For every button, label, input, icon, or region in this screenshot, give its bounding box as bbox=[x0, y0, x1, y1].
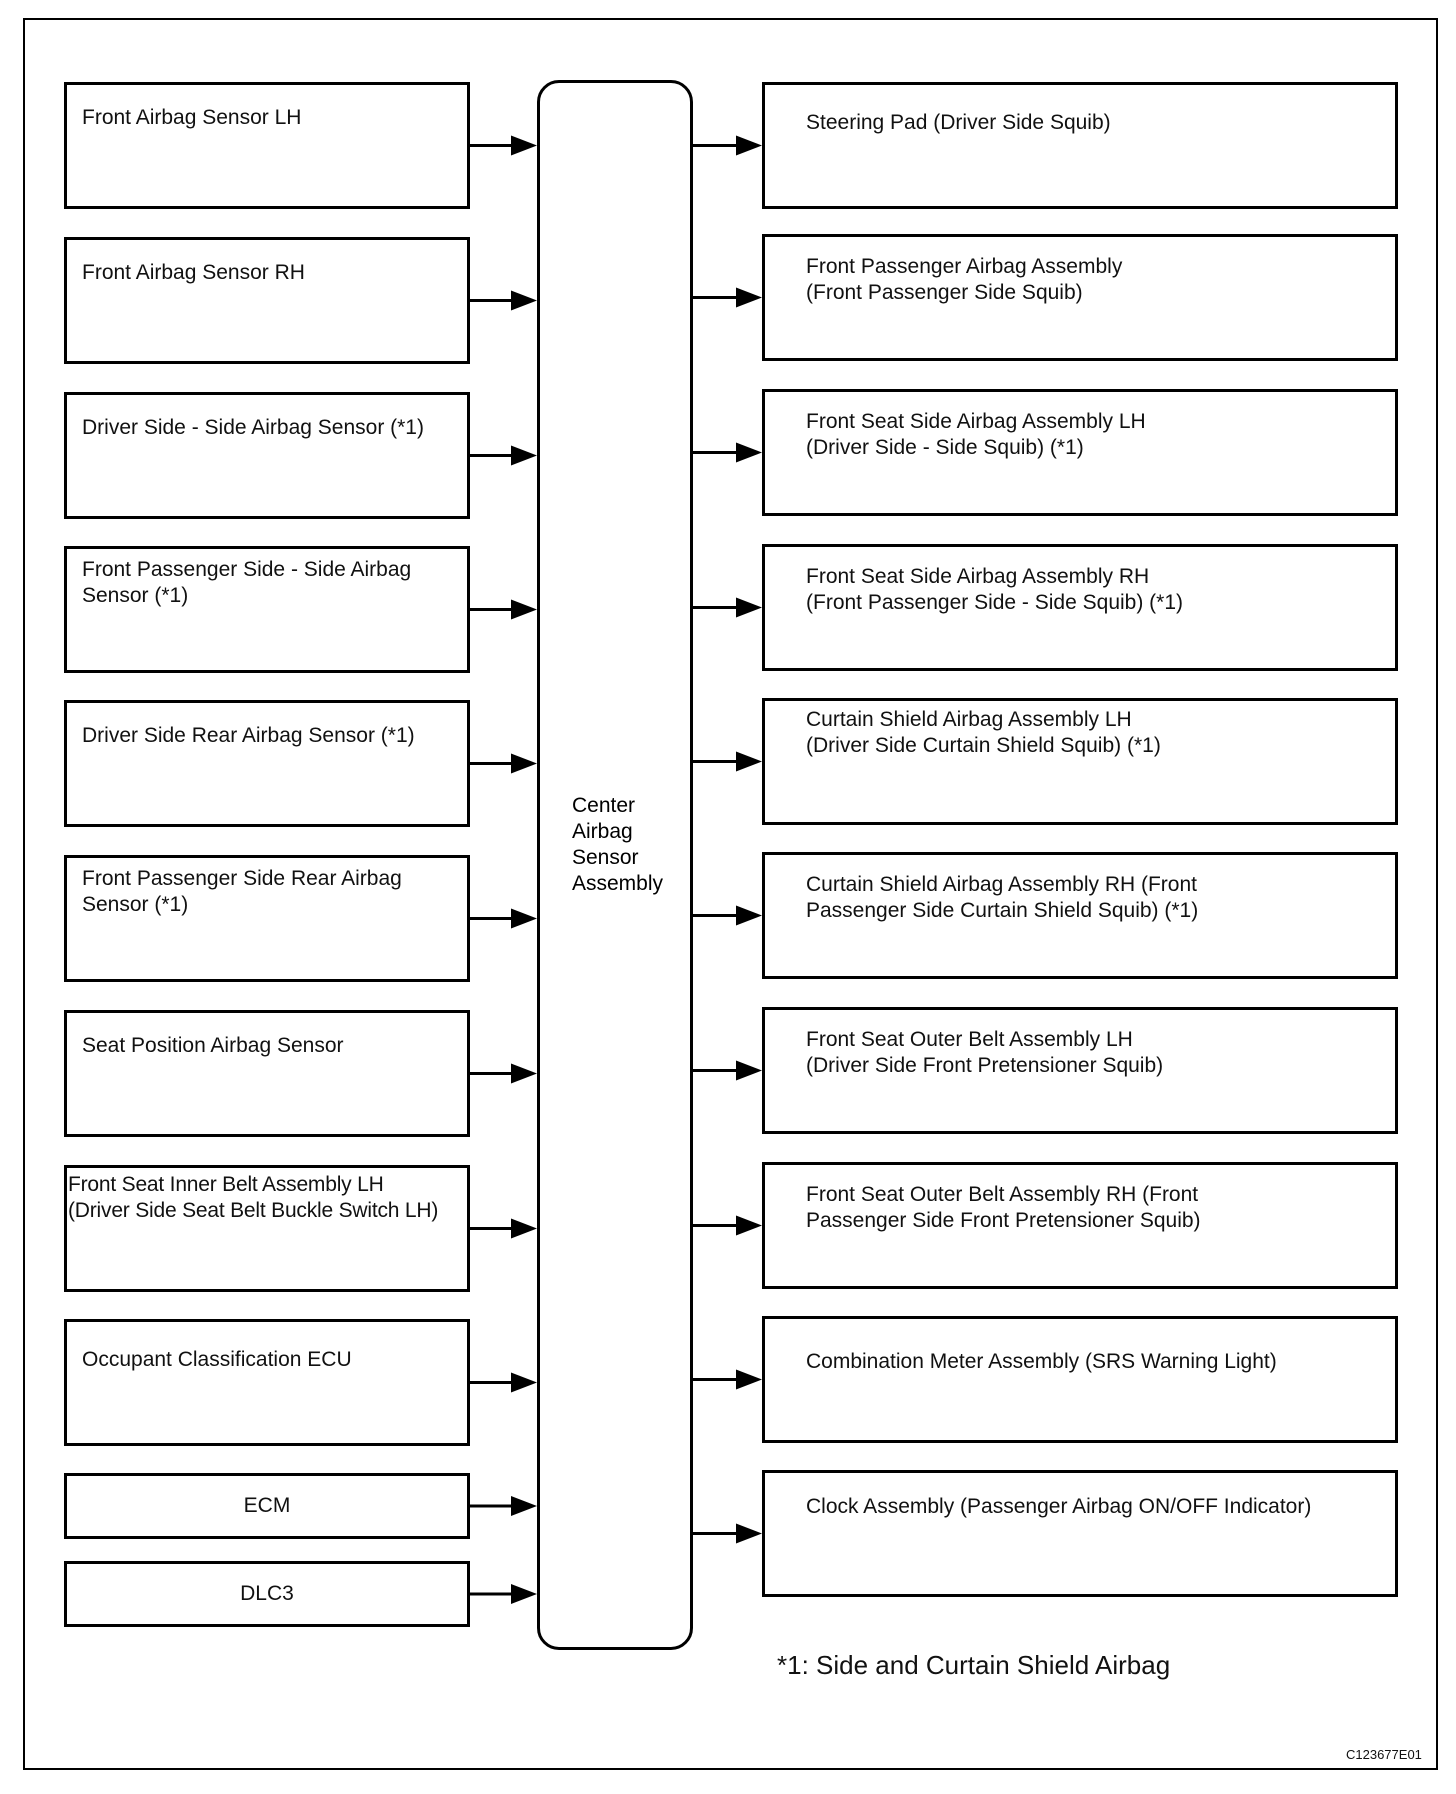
output-front-passenger-airbag-assembly: Front Passenger Airbag Assembly (Front P… bbox=[762, 234, 1398, 361]
box-label: Clock Assembly (Passenger Airbag ON/OFF … bbox=[806, 1495, 1312, 1518]
input-arrow bbox=[470, 1063, 537, 1084]
output-arrow bbox=[693, 905, 762, 926]
diagram-frame bbox=[23, 18, 1438, 1770]
input-arrow bbox=[470, 753, 537, 774]
output-front-seat-side-airbag-assembly-lh: Front Seat Side Airbag Assembly LH (Driv… bbox=[762, 389, 1398, 516]
output-arrow bbox=[693, 442, 762, 463]
input-arrow bbox=[470, 1496, 537, 1516]
output-front-seat-outer-belt-assembly-lh: Front Seat Outer Belt Assembly LH (Drive… bbox=[762, 1007, 1398, 1134]
input-seat-position-airbag-sensor: Seat Position Airbag Sensor bbox=[64, 1010, 470, 1137]
hub-label: Center Airbag Sensor Assembly bbox=[572, 794, 664, 895]
output-curtain-shield-airbag-assembly-rh: Curtain Shield Airbag Assembly RH (Front… bbox=[762, 852, 1398, 979]
input-occupant-classification-ecu: Occupant Classification ECU bbox=[64, 1319, 470, 1446]
input-front-passenger-side-rear-airbag-sensor: Front Passenger Side Rear Airbag Sensor … bbox=[64, 855, 470, 982]
input-driver-side-side-airbag-sensor: Driver Side - Side Airbag Sensor (*1) bbox=[64, 392, 470, 519]
box-label: Front Seat Outer Belt Assembly RH (Front… bbox=[806, 1183, 1201, 1232]
input-arrow bbox=[470, 1584, 537, 1604]
box-label: Curtain Shield Airbag Assembly LH (Drive… bbox=[806, 708, 1161, 757]
input-dlc3: DLC3 bbox=[64, 1561, 470, 1627]
output-arrow bbox=[693, 597, 762, 618]
box-label: Front Seat Side Airbag Assembly RH (Fron… bbox=[806, 565, 1184, 614]
output-clock-assembly: Clock Assembly (Passenger Airbag ON/OFF … bbox=[762, 1470, 1398, 1597]
output-arrow bbox=[693, 1215, 762, 1236]
box-label: Front Seat Inner Belt Assembly LH (Drive… bbox=[68, 1173, 439, 1222]
output-arrow bbox=[693, 135, 762, 156]
output-front-seat-side-airbag-assembly-rh: Front Seat Side Airbag Assembly RH (Fron… bbox=[762, 544, 1398, 671]
output-curtain-shield-airbag-assembly-lh: Curtain Shield Airbag Assembly LH (Drive… bbox=[762, 698, 1398, 825]
box-label: Front Seat Side Airbag Assembly LH (Driv… bbox=[806, 410, 1146, 459]
output-steering-pad: Steering Pad (Driver Side Squib) bbox=[762, 82, 1398, 209]
input-arrow bbox=[470, 599, 537, 620]
box-label: ECM bbox=[243, 1494, 291, 1517]
input-arrow bbox=[470, 1218, 537, 1239]
output-arrow bbox=[693, 1369, 762, 1390]
output-arrow bbox=[693, 1523, 762, 1544]
input-driver-side-rear-airbag-sensor: Driver Side Rear Airbag Sensor (*1) bbox=[64, 700, 470, 827]
footnote: *1: Side and Curtain Shield Airbag bbox=[777, 1650, 1171, 1680]
box-label: Steering Pad (Driver Side Squib) bbox=[806, 111, 1111, 134]
box-label: Combination Meter Assembly (SRS Warning … bbox=[806, 1350, 1277, 1373]
input-front-airbag-sensor-rh: Front Airbag Sensor RH bbox=[64, 237, 470, 364]
box-label: Front Passenger Side - Side Airbag Senso… bbox=[82, 558, 412, 607]
input-arrow bbox=[470, 290, 537, 311]
box-label: Driver Side - Side Airbag Sensor (*1) bbox=[82, 416, 424, 439]
box-label: Front Airbag Sensor RH bbox=[82, 261, 305, 284]
output-arrow bbox=[693, 751, 762, 772]
input-front-airbag-sensor-lh: Front Airbag Sensor LH bbox=[64, 82, 470, 209]
input-arrow bbox=[470, 908, 537, 929]
figure-code: C123677E01 bbox=[1346, 1747, 1422, 1762]
output-combination-meter-assembly: Combination Meter Assembly (SRS Warning … bbox=[762, 1316, 1398, 1443]
input-front-seat-inner-belt-assembly-lh: Front Seat Inner Belt Assembly LH (Drive… bbox=[64, 1165, 470, 1292]
box-label: Front Seat Outer Belt Assembly LH (Drive… bbox=[806, 1028, 1164, 1077]
input-ecm: ECM bbox=[64, 1473, 470, 1539]
box-label: Front Passenger Airbag Assembly (Front P… bbox=[806, 255, 1123, 304]
output-arrow bbox=[693, 287, 762, 308]
box-label: Curtain Shield Airbag Assembly RH (Front… bbox=[806, 873, 1199, 922]
input-arrow bbox=[470, 445, 537, 466]
box-label: Front Airbag Sensor LH bbox=[82, 106, 302, 129]
output-arrow bbox=[693, 1060, 762, 1081]
input-arrow bbox=[470, 1372, 537, 1393]
box-label: Driver Side Rear Airbag Sensor (*1) bbox=[82, 724, 415, 747]
box-label: Seat Position Airbag Sensor bbox=[82, 1034, 344, 1057]
center-airbag-sensor-assembly: Center Airbag Sensor Assembly bbox=[537, 80, 693, 1650]
box-label: Occupant Classification ECU bbox=[82, 1348, 352, 1371]
box-label: Front Passenger Side Rear Airbag Sensor … bbox=[82, 867, 402, 916]
input-arrow bbox=[470, 135, 537, 156]
box-label: DLC3 bbox=[240, 1582, 294, 1605]
input-front-passenger-side-side-airbag-sensor: Front Passenger Side - Side Airbag Senso… bbox=[64, 546, 470, 673]
output-front-seat-outer-belt-assembly-rh: Front Seat Outer Belt Assembly RH (Front… bbox=[762, 1162, 1398, 1289]
